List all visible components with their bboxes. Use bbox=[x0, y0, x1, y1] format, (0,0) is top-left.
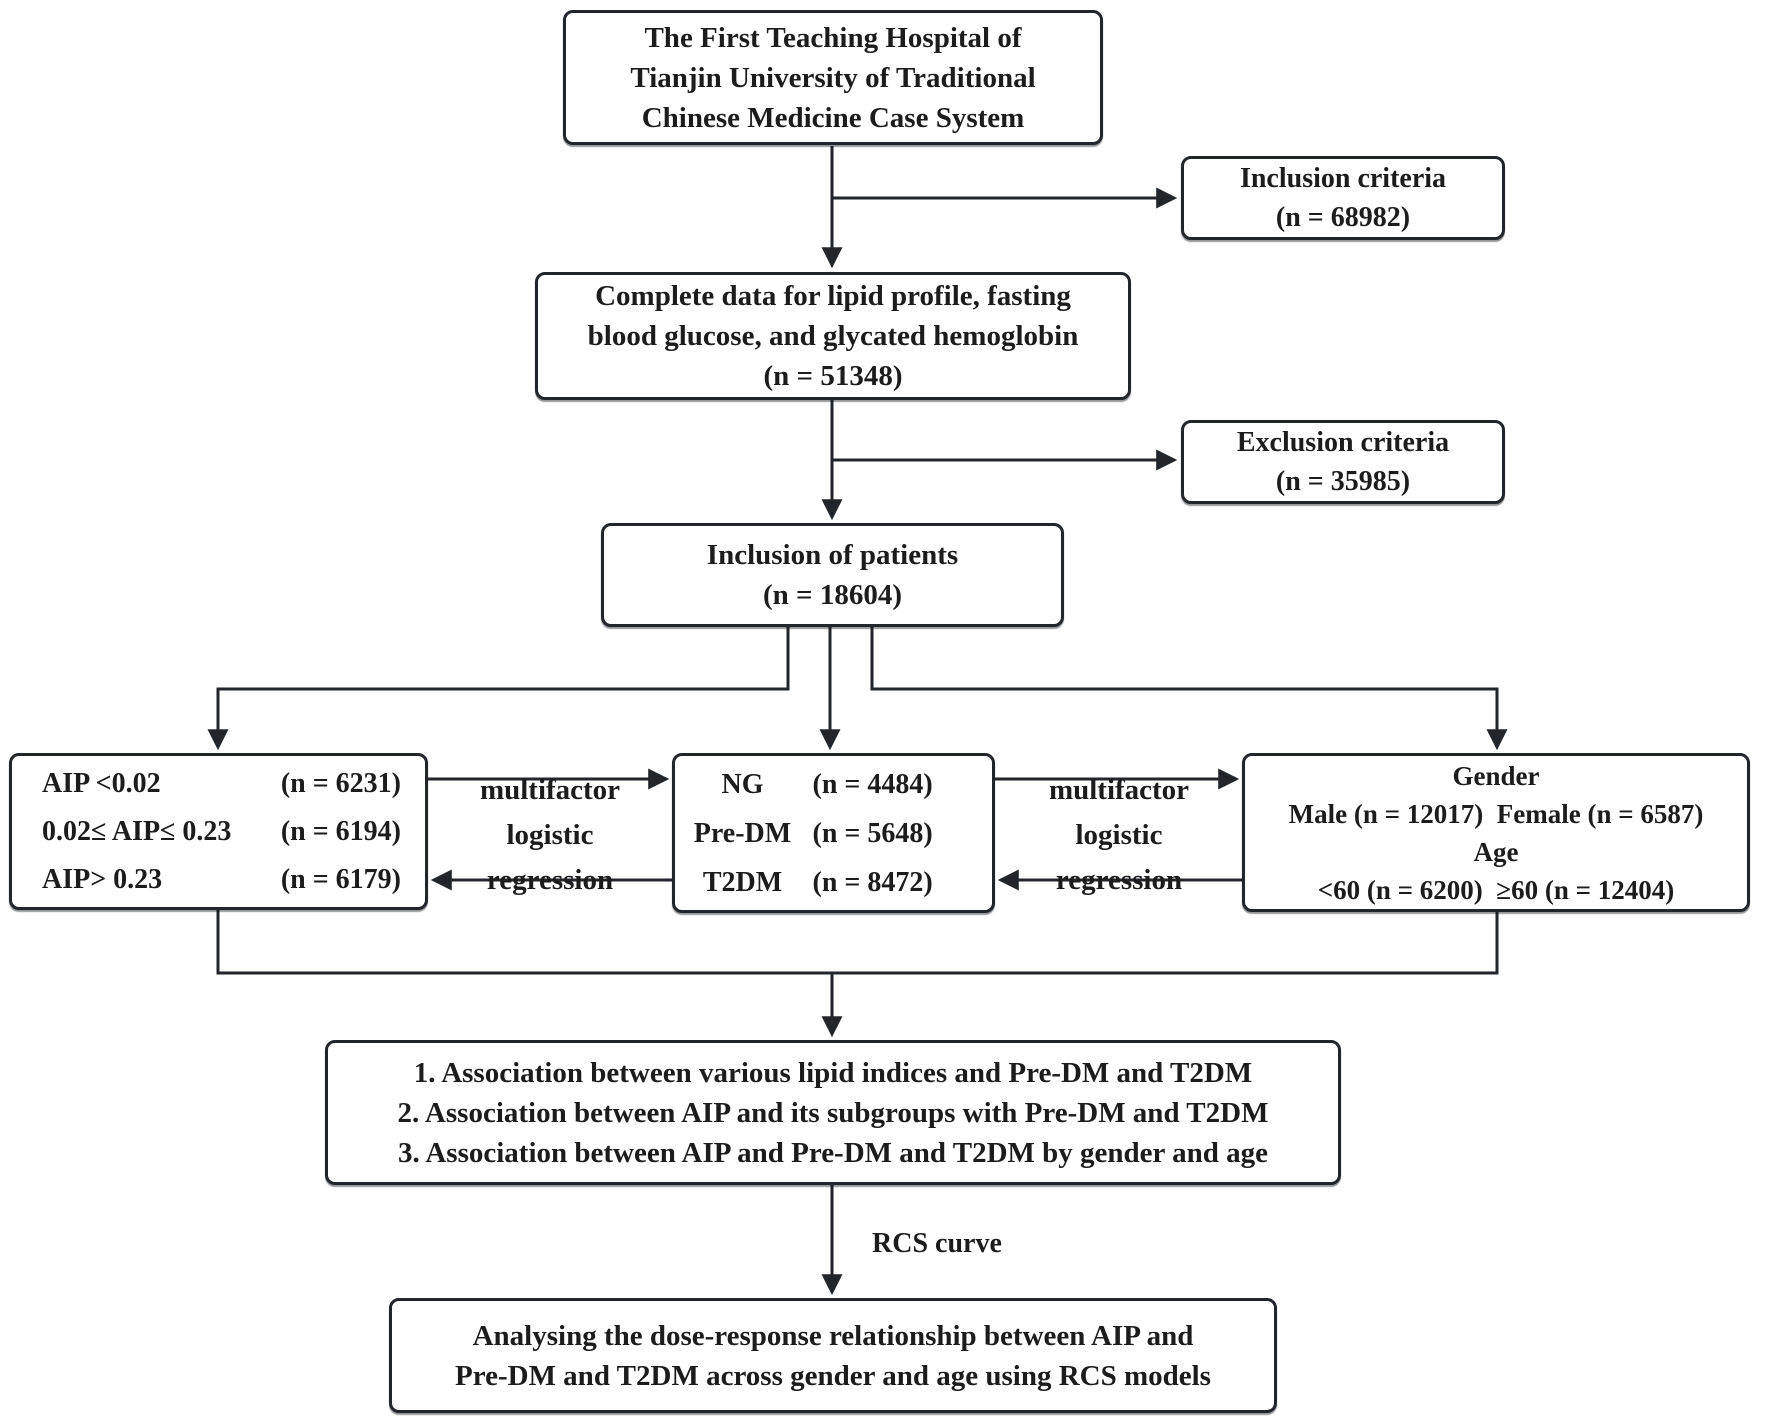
node-complete-data: Complete data for lipid profile, fasting… bbox=[535, 272, 1131, 400]
node-source-line: Chinese Medicine Case System bbox=[641, 101, 1025, 134]
node-analysis: Analysing the dose-response relationship… bbox=[389, 1298, 1277, 1413]
node-gender-age-line: Gender bbox=[1452, 760, 1540, 791]
glycemic-group-label: T2DM bbox=[702, 866, 783, 898]
node-complete-data-line: Complete data for lipid profile, fasting bbox=[595, 280, 1071, 312]
glycemic-group-label: Pre-DM bbox=[693, 817, 792, 849]
node-complete-data-line: (n = 51348) bbox=[763, 360, 903, 392]
glycemic-group-row: T2DM (n = 8472) bbox=[675, 858, 992, 907]
node-inclusion-criteria-line: Inclusion criteria bbox=[1239, 163, 1447, 194]
node-gender-age-line: Male (n = 12017) Female (n = 6587) bbox=[1288, 798, 1704, 829]
aip-group-row: AIP> 0.23 (n = 6179) bbox=[42, 856, 401, 904]
glycemic-groups-rows: NG (n = 4484) Pre-DM (n = 5648) T2DM (n … bbox=[675, 760, 992, 907]
node-exclusion-criteria-line: Exclusion criteria bbox=[1236, 427, 1450, 458]
node-analysis-line: Analysing the dose-response relationship… bbox=[472, 1319, 1194, 1352]
glycemic-group-count: (n = 5648) bbox=[812, 817, 933, 849]
glycemic-group-count: (n = 4484) bbox=[812, 768, 933, 800]
aip-group-count: (n = 6179) bbox=[280, 863, 401, 895]
arrow-patients-to-gender bbox=[870, 627, 1508, 751]
aip-group-count: (n = 6231) bbox=[280, 767, 401, 799]
node-gender-age-line: Age bbox=[1473, 836, 1519, 867]
node-associations-line: 1. Association between various lipid ind… bbox=[413, 1056, 1253, 1089]
node-gender-age-line: <60 (n = 6200) ≥60 (n = 12404) bbox=[1317, 874, 1675, 905]
glycemic-group-row: NG (n = 4484) bbox=[675, 760, 992, 809]
node-analysis-line: Pre-DM and T2DM across gender and age us… bbox=[455, 1359, 1211, 1392]
node-exclusion-criteria-line: (n = 35985) bbox=[1275, 466, 1411, 497]
aip-group-label: 0.02≤ AIP≤ 0.23 bbox=[42, 815, 232, 847]
node-glycemic-groups: NG (n = 4484) Pre-DM (n = 5648) T2DM (n … bbox=[672, 753, 995, 913]
edge-label-left-regression: multifactor logistic regression bbox=[479, 774, 621, 896]
node-inclusion-patients: Inclusion of patients (n = 18604) bbox=[601, 523, 1064, 627]
node-associations-line: 3. Association between AIP and Pre-DM an… bbox=[397, 1136, 1269, 1169]
edge-label-rcs-curve: RCS curve bbox=[872, 1228, 1002, 1259]
node-aip-groups: AIP <0.02 (n = 6231) 0.02≤ AIP≤ 0.23 (n … bbox=[9, 753, 428, 910]
aip-groups-rows: AIP <0.02 (n = 6231) 0.02≤ AIP≤ 0.23 (n … bbox=[12, 760, 425, 904]
arrow-patients-to-aip bbox=[207, 627, 790, 751]
node-gender-age: Gender Male (n = 12017) Female (n = 6587… bbox=[1242, 753, 1750, 912]
glycemic-group-row: Pre-DM (n = 5648) bbox=[675, 809, 992, 858]
node-source-line: The First Teaching Hospital of bbox=[644, 21, 1022, 54]
aip-group-count: (n = 6194) bbox=[280, 815, 401, 847]
node-exclusion-criteria: Exclusion criteria (n = 35985) bbox=[1181, 420, 1505, 504]
aip-group-row: 0.02≤ AIP≤ 0.23 (n = 6194) bbox=[42, 808, 401, 856]
node-associations-line: 2. Association between AIP and its subgr… bbox=[397, 1096, 1269, 1129]
node-associations: 1. Association between various lipid ind… bbox=[325, 1040, 1341, 1185]
aip-group-label: AIP> 0.23 bbox=[42, 863, 163, 895]
node-source-line: Tianjin University of Traditional bbox=[630, 61, 1036, 94]
node-complete-data-line: blood glucose, and glycated hemoglobin bbox=[587, 320, 1079, 352]
aip-group-label: AIP <0.02 bbox=[42, 767, 161, 799]
node-inclusion-criteria: Inclusion criteria (n = 68982) bbox=[1181, 156, 1505, 240]
node-inclusion-patients-line: (n = 18604) bbox=[763, 579, 902, 611]
aip-group-row: AIP <0.02 (n = 6231) bbox=[42, 760, 401, 808]
node-source: The First Teaching Hospital of Tianjin U… bbox=[563, 10, 1103, 145]
node-inclusion-criteria-line: (n = 68982) bbox=[1275, 202, 1411, 233]
glycemic-group-count: (n = 8472) bbox=[812, 866, 933, 898]
edge-label-right-regression: multifactor logistic regression bbox=[1048, 774, 1190, 896]
node-inclusion-patients-line: Inclusion of patients bbox=[706, 539, 959, 571]
merge-line bbox=[216, 910, 1499, 975]
glycemic-group-label: NG bbox=[721, 768, 764, 800]
